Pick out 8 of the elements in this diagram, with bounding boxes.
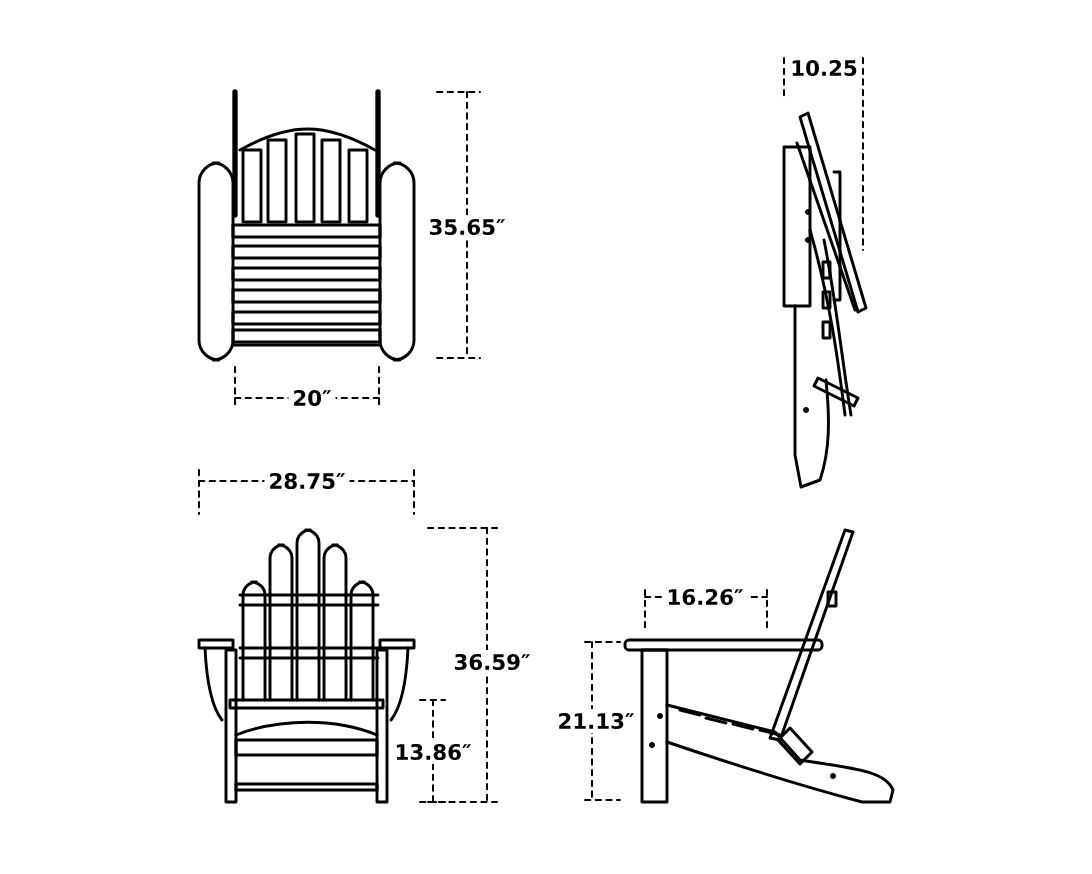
dimension-label: 35.65″ <box>424 214 510 240</box>
dimension-label: 28.75″ <box>264 468 350 494</box>
dimension-label: 16.26″ <box>662 584 748 610</box>
dimension-label: 21.13″ <box>553 708 639 734</box>
dimension-label: 13.86″ <box>390 739 476 765</box>
dimension-label: 20″ <box>288 385 336 411</box>
dimension-label: 36.59″ <box>449 649 535 675</box>
dimension-label: 10.25 <box>786 55 862 81</box>
